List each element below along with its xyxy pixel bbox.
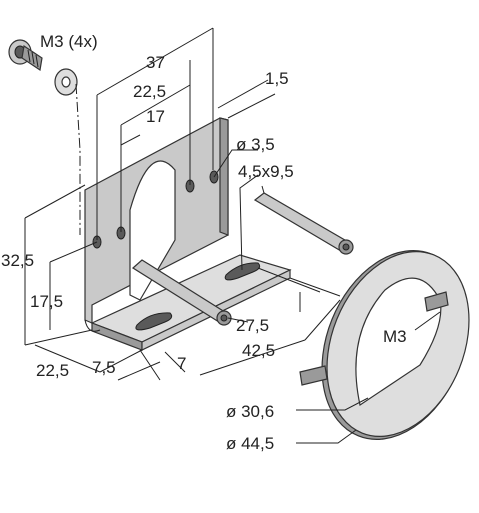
dim-27-5: 27,5	[236, 316, 269, 335]
ring-thread-label: M3	[383, 327, 407, 346]
dim-hole-diameter: ø 3,5	[236, 135, 275, 154]
dim-17: 17	[146, 107, 165, 126]
standoff-right-icon	[253, 185, 354, 255]
dim-32-5: 32,5	[1, 251, 34, 270]
dim-42-5: 42,5	[242, 341, 275, 360]
dim-17-5: 17,5	[30, 292, 63, 311]
screw-label: M3 (4x)	[40, 32, 98, 51]
dim-1-5: 1,5	[265, 69, 289, 88]
dim-22-5-bottom: 22,5	[36, 361, 69, 380]
dim-22-5-top: 22,5	[133, 82, 166, 101]
standoff-icon	[132, 259, 232, 326]
dim-inner-diameter: ø 30,6	[226, 402, 274, 421]
screw-icon	[8, 39, 43, 72]
dim-7-5: 7,5	[92, 358, 116, 377]
mounting-ring	[299, 250, 470, 440]
dim-outer-diameter: ø 44,5	[226, 434, 274, 453]
dim-slot-size: 4,5x9,5	[238, 162, 294, 181]
dim-7: 7	[177, 354, 186, 373]
washer-icon	[54, 68, 78, 96]
dim-37: 37	[146, 53, 165, 72]
